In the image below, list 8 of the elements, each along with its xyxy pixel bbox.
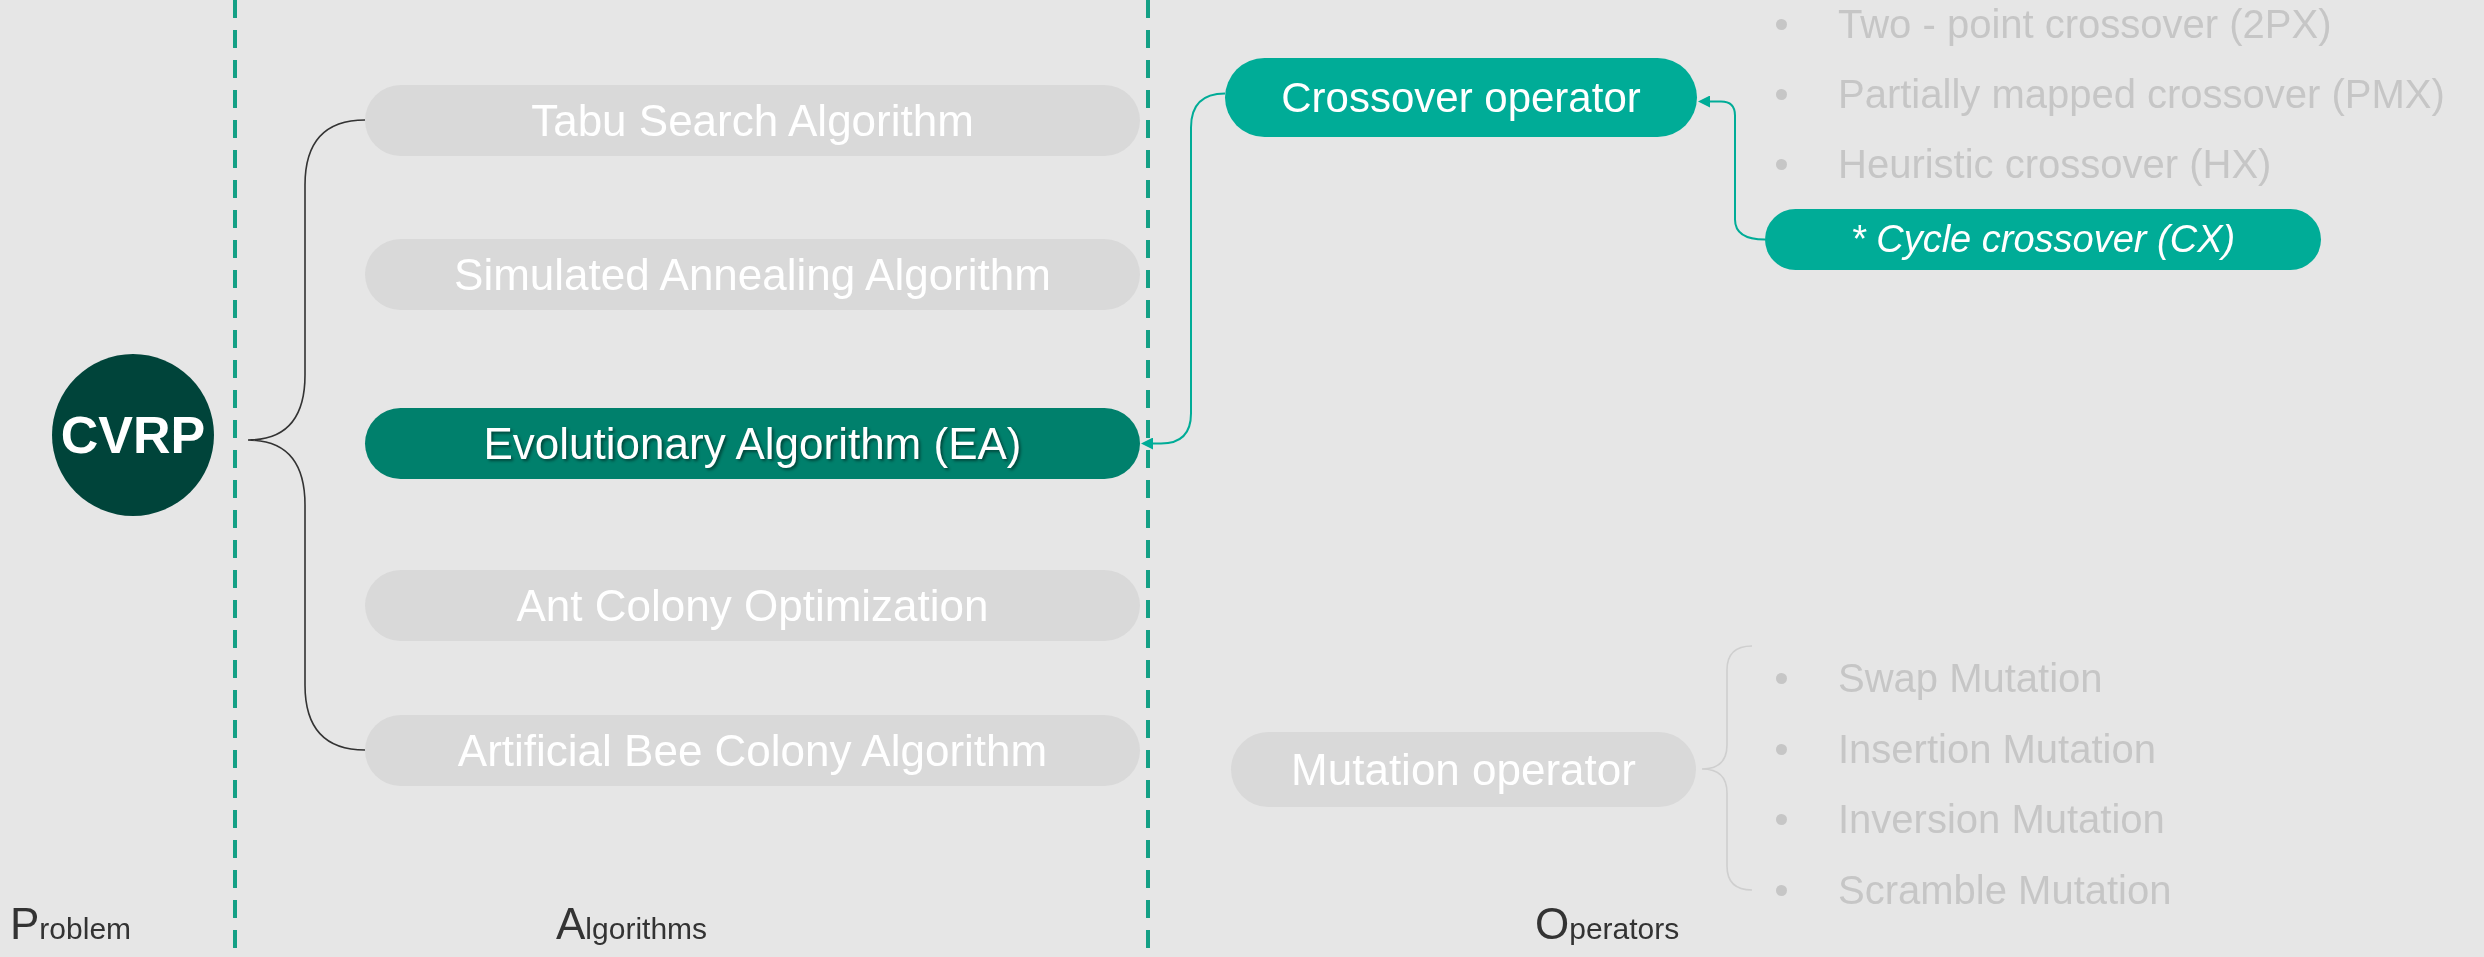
highlighted-pill: Evolutionary Algorithm (EA) xyxy=(365,408,1140,479)
column-heading: Algorithms xyxy=(556,902,708,950)
arrow xyxy=(1698,95,1766,241)
arrow xyxy=(1141,92,1226,450)
column-heading: Operators xyxy=(1535,902,1680,950)
highlighted-pill: Crossover operator xyxy=(1225,58,1697,137)
highlighted-pill: * Cycle crossover (CX) xyxy=(1765,209,2321,270)
column-heading: Problem xyxy=(10,902,132,950)
